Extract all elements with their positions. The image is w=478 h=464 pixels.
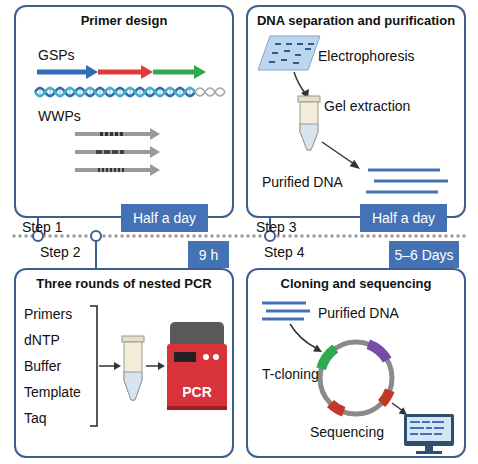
primer-tag [96, 150, 124, 154]
timeline-dots [14, 234, 466, 238]
step-label: Step 2 [40, 244, 80, 260]
product-label: Purified DNA [318, 305, 399, 321]
primer-label: WWPs [38, 108, 81, 124]
reagent-label: Taq [24, 410, 47, 426]
arrow-head [141, 65, 153, 79]
leader-line [95, 241, 97, 268]
plasmid-segment [321, 349, 335, 369]
arrow-head [150, 128, 160, 140]
bracket [90, 306, 97, 426]
step-label: Step 3 [256, 219, 296, 235]
timeline-marker [91, 231, 101, 241]
monitor-base [416, 451, 442, 454]
tube-cap [122, 336, 144, 342]
pcr-button [203, 354, 209, 360]
reagent-label: dNTP [24, 332, 60, 348]
arrow-head [114, 362, 121, 370]
duration-tag: 9 h [188, 241, 229, 268]
process-label: Gel extraction [324, 98, 410, 114]
box-title: DNA separation and purification [248, 13, 464, 29]
tube [124, 342, 142, 400]
duration-tag: Half a day [121, 204, 208, 232]
pcr-base [167, 406, 227, 410]
duration-text: 9 h [199, 247, 218, 263]
arrow-head [150, 146, 160, 158]
primer-label: GSPs [38, 47, 75, 63]
monitor-screen [407, 417, 451, 441]
primer-arrow [153, 70, 195, 75]
process-arrow [392, 403, 403, 411]
pcr-machine [167, 344, 227, 408]
tube [300, 102, 318, 150]
walking-primer [75, 168, 151, 172]
process-arrow [146, 365, 159, 367]
monitor-stand [425, 446, 433, 451]
arrow-head [313, 345, 322, 353]
duration-text: Half a day [133, 210, 196, 226]
monitor [404, 414, 454, 446]
tube-liquid [124, 372, 142, 400]
pcr-display [174, 352, 196, 362]
pcr-button [213, 354, 219, 360]
box-title: Three rounds of nested PCR [16, 276, 232, 292]
tube-liquid [300, 124, 318, 150]
arrow-head [194, 65, 206, 79]
plasmid-segment [368, 344, 387, 360]
step-label: Step 4 [264, 244, 304, 260]
dna-strand [195, 88, 225, 96]
dna-fragments [262, 303, 310, 319]
process-label: T-cloning [262, 366, 319, 382]
product-label: Purified DNA [262, 174, 343, 190]
dna-strand [35, 88, 195, 96]
sequence-trace [410, 422, 444, 434]
arrow-head [350, 160, 360, 169]
duration-text: 5–6 Days [394, 247, 453, 263]
reagent-label: Primers [24, 306, 72, 322]
dna-strand [195, 88, 225, 96]
tube-cap [298, 96, 320, 102]
box-title: Primer design [16, 13, 232, 29]
plasmid-segment [382, 390, 390, 403]
reagent-label: Template [24, 384, 81, 400]
step-label: Step 1 [22, 219, 62, 235]
primer-arrow [37, 70, 87, 75]
arrow-head [86, 65, 98, 79]
process-arrow [290, 324, 316, 348]
process-label: Electrophoresis [318, 48, 415, 64]
duration-tag: 5–6 Days [389, 241, 459, 268]
arrow-head [399, 407, 407, 415]
process-arrow [294, 72, 305, 93]
process-arrow [322, 142, 354, 164]
box-title: Cloning and sequencing [248, 276, 464, 292]
duration-text: Half a day [372, 210, 435, 226]
walking-primer [75, 132, 151, 136]
arrow-head [150, 164, 160, 176]
duration-tag: Half a day [360, 204, 447, 232]
reagent-label: Buffer [24, 358, 61, 374]
primer-arrow [98, 70, 142, 75]
dna-strand [35, 88, 195, 96]
gel-slab [258, 36, 320, 70]
arrow-head [158, 362, 165, 370]
gel-bands [269, 44, 314, 63]
plasmid [320, 342, 392, 414]
primer-tag [98, 168, 126, 172]
process-label: Sequencing [310, 424, 384, 440]
primer-tag [100, 132, 124, 136]
walking-primer [75, 150, 151, 154]
dna-fragments [366, 170, 448, 192]
plasmid-segment [331, 404, 344, 412]
instrument-label: PCR [167, 384, 227, 400]
process-arrow [99, 365, 115, 367]
